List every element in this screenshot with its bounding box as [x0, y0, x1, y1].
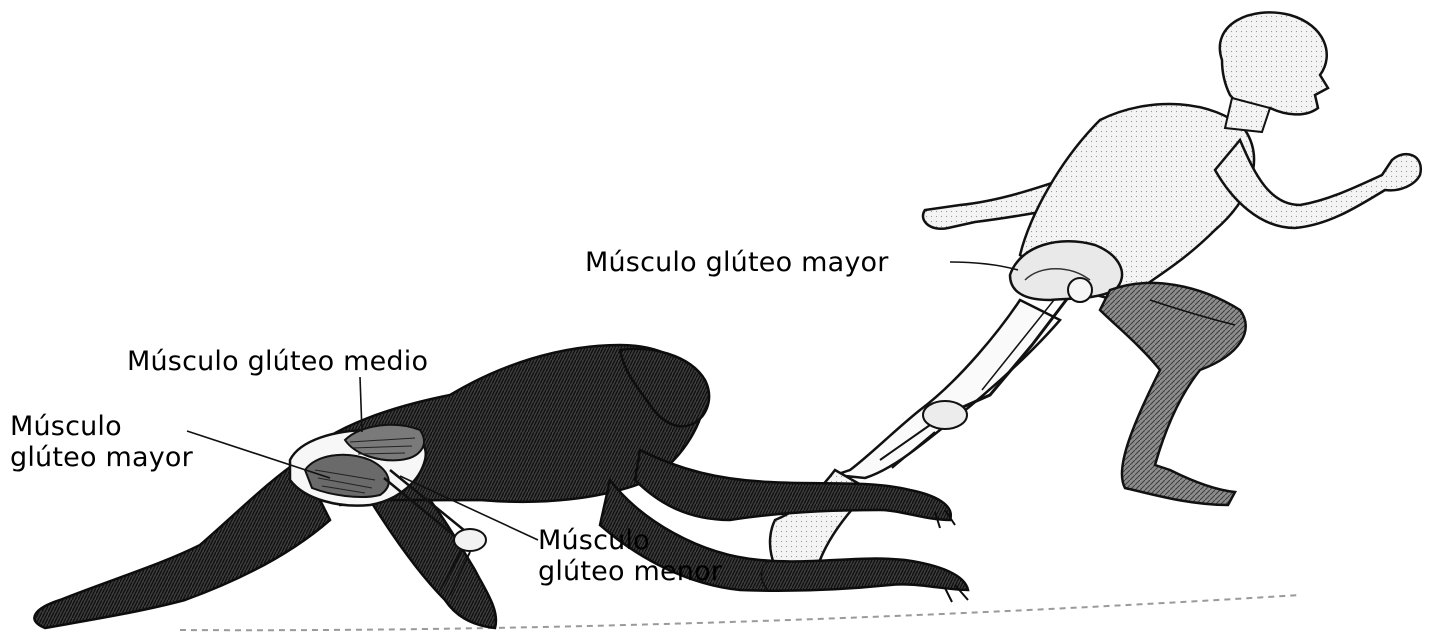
- ground-line: [180, 595, 1300, 630]
- chimp-rear-leg: [34, 460, 330, 628]
- label-human-gluteus-maximus: Músculo glúteo mayor: [585, 247, 889, 278]
- label-chimp-gluteus-minimus: Músculo glúteo menor: [538, 525, 778, 587]
- chimp-front-arm: [635, 450, 951, 520]
- human-front-arm: [1215, 140, 1421, 228]
- label-chimp-gluteus-maximus: Músculo glúteo mayor: [10, 411, 250, 473]
- leader-human-gmax: [950, 262, 1018, 270]
- human-front-leg: [1100, 283, 1246, 505]
- chimpanzee-figure: [34, 345, 968, 628]
- label-chimp-gluteus-medius: Músculo glúteo medio: [127, 346, 428, 377]
- human-rear-leg: [835, 300, 1060, 478]
